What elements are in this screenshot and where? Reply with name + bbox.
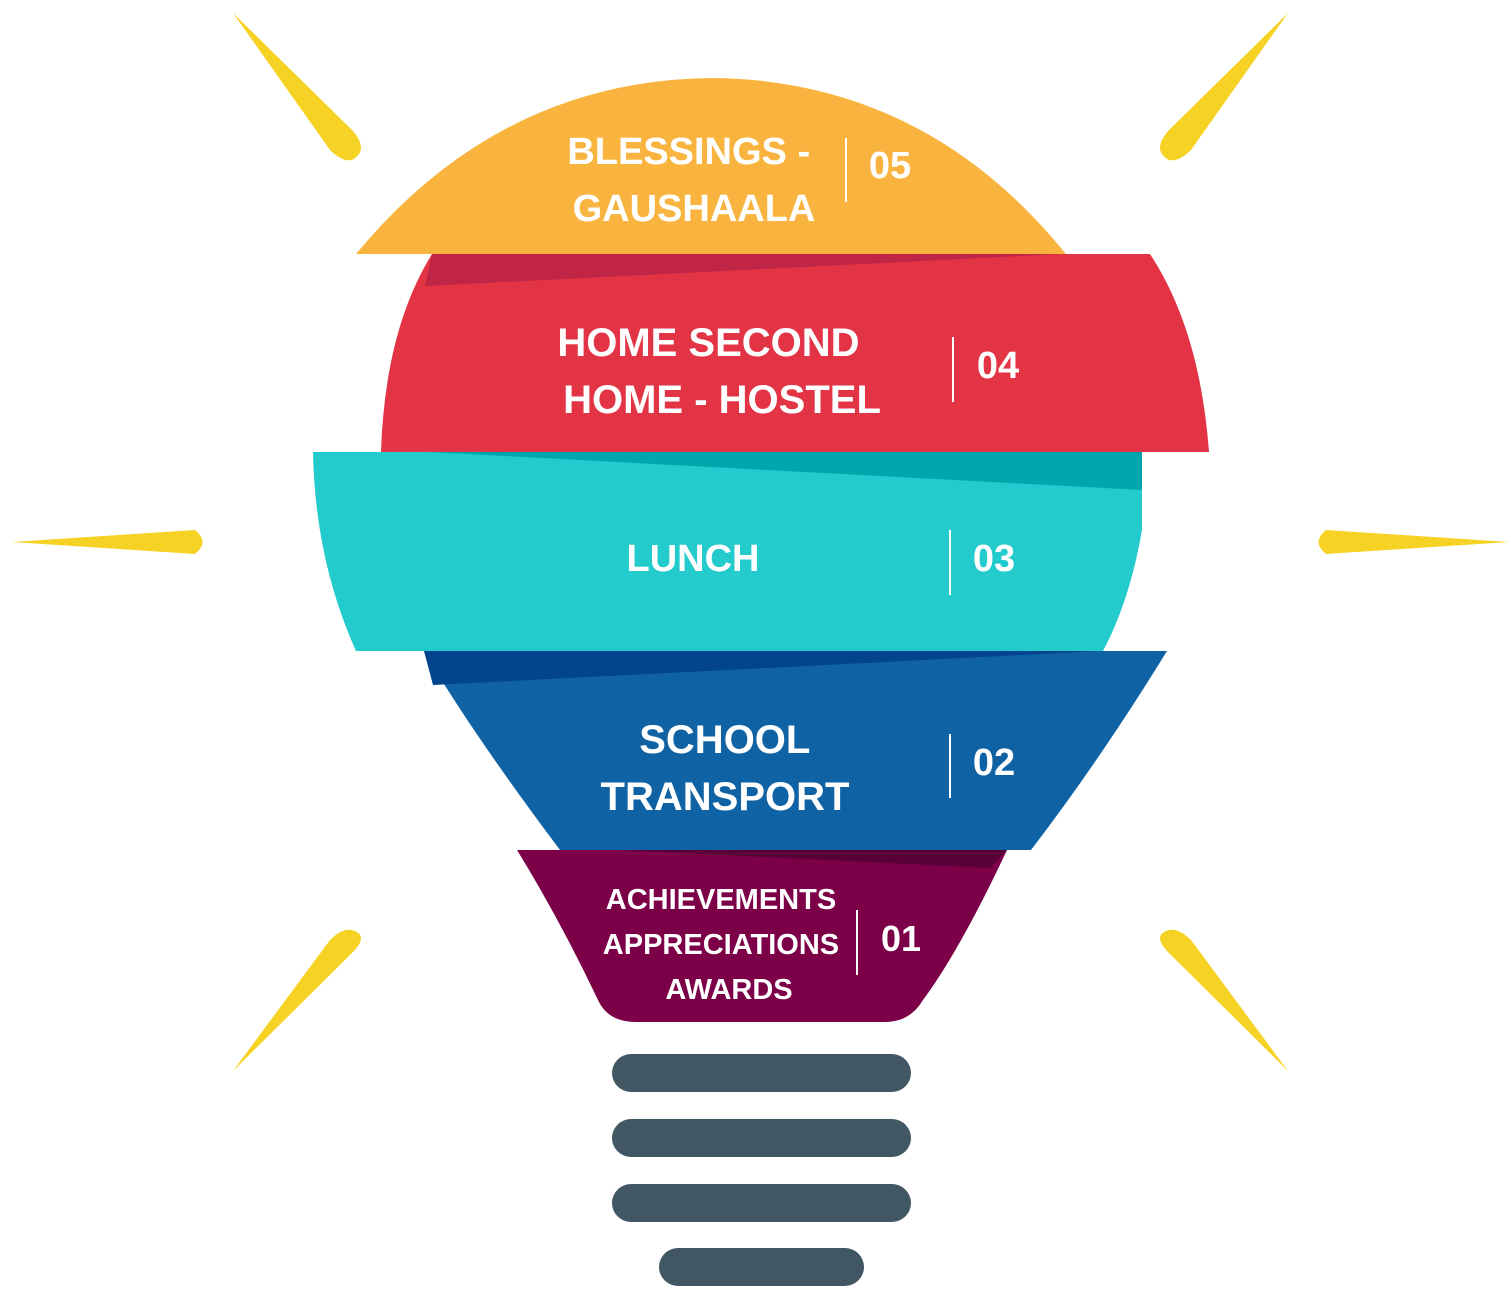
level-01-title-line: ACHIEVEMENTS	[606, 884, 836, 916]
level-03-number: 03	[973, 538, 1015, 580]
level-01-title-line: APPRECIATIONS	[603, 929, 839, 961]
bulb-base	[612, 1054, 911, 1286]
ray-top-left	[233, 13, 361, 161]
ray-left	[12, 530, 203, 554]
level-01-title-line: AWARDS	[665, 974, 792, 1006]
level-04-number: 04	[977, 345, 1019, 387]
level-05-title-line: GAUSHAALA	[573, 188, 816, 230]
level-04-title: HOME SECOND HOME - HOSTEL	[557, 321, 881, 422]
level-01-number: 01	[881, 918, 921, 959]
level-04-label: HOME SECOND HOME - HOSTEL 04	[557, 321, 1019, 422]
base-bar	[612, 1184, 911, 1222]
ray-top-right	[1160, 13, 1288, 161]
base-bar	[659, 1248, 864, 1286]
level-01-title: ACHIEVEMENTS APPRECIATIONS AWARDS	[603, 884, 847, 1006]
level-05-number: 05	[869, 145, 911, 187]
level-02-label: SCHOOL TRANSPORT 02	[601, 718, 1016, 819]
level-02-number: 02	[973, 742, 1015, 784]
level-05-band	[356, 78, 1066, 254]
level-02-title-line: TRANSPORT	[601, 775, 850, 819]
level-03-title: LUNCH	[627, 538, 760, 580]
level-03-band	[313, 452, 1142, 651]
ray-right	[1318, 530, 1509, 554]
level-02-title-line: SCHOOL	[639, 718, 810, 762]
ray-bottom-left	[233, 929, 361, 1071]
level-02-title: SCHOOL TRANSPORT	[601, 718, 850, 819]
level-02-band	[424, 651, 1167, 850]
base-bar	[612, 1054, 911, 1092]
level-05-label: BLESSINGS - GAUSHAALA 05	[567, 131, 911, 230]
level-04-title-line: HOME - HOSTEL	[563, 378, 881, 422]
level-01-band	[517, 850, 1007, 1022]
level-04-title-line: HOME SECOND	[557, 321, 859, 365]
level-03-label: LUNCH 03	[627, 530, 1015, 595]
level-04-band	[381, 254, 1209, 452]
level-05-title: BLESSINGS - GAUSHAALA	[567, 131, 820, 230]
light-rays	[12, 13, 1509, 1071]
base-bar	[612, 1119, 911, 1157]
ray-bottom-right	[1160, 929, 1288, 1071]
level-01-label: ACHIEVEMENTS APPRECIATIONS AWARDS 01	[603, 884, 921, 1006]
level-05-title-line: BLESSINGS -	[567, 131, 810, 173]
